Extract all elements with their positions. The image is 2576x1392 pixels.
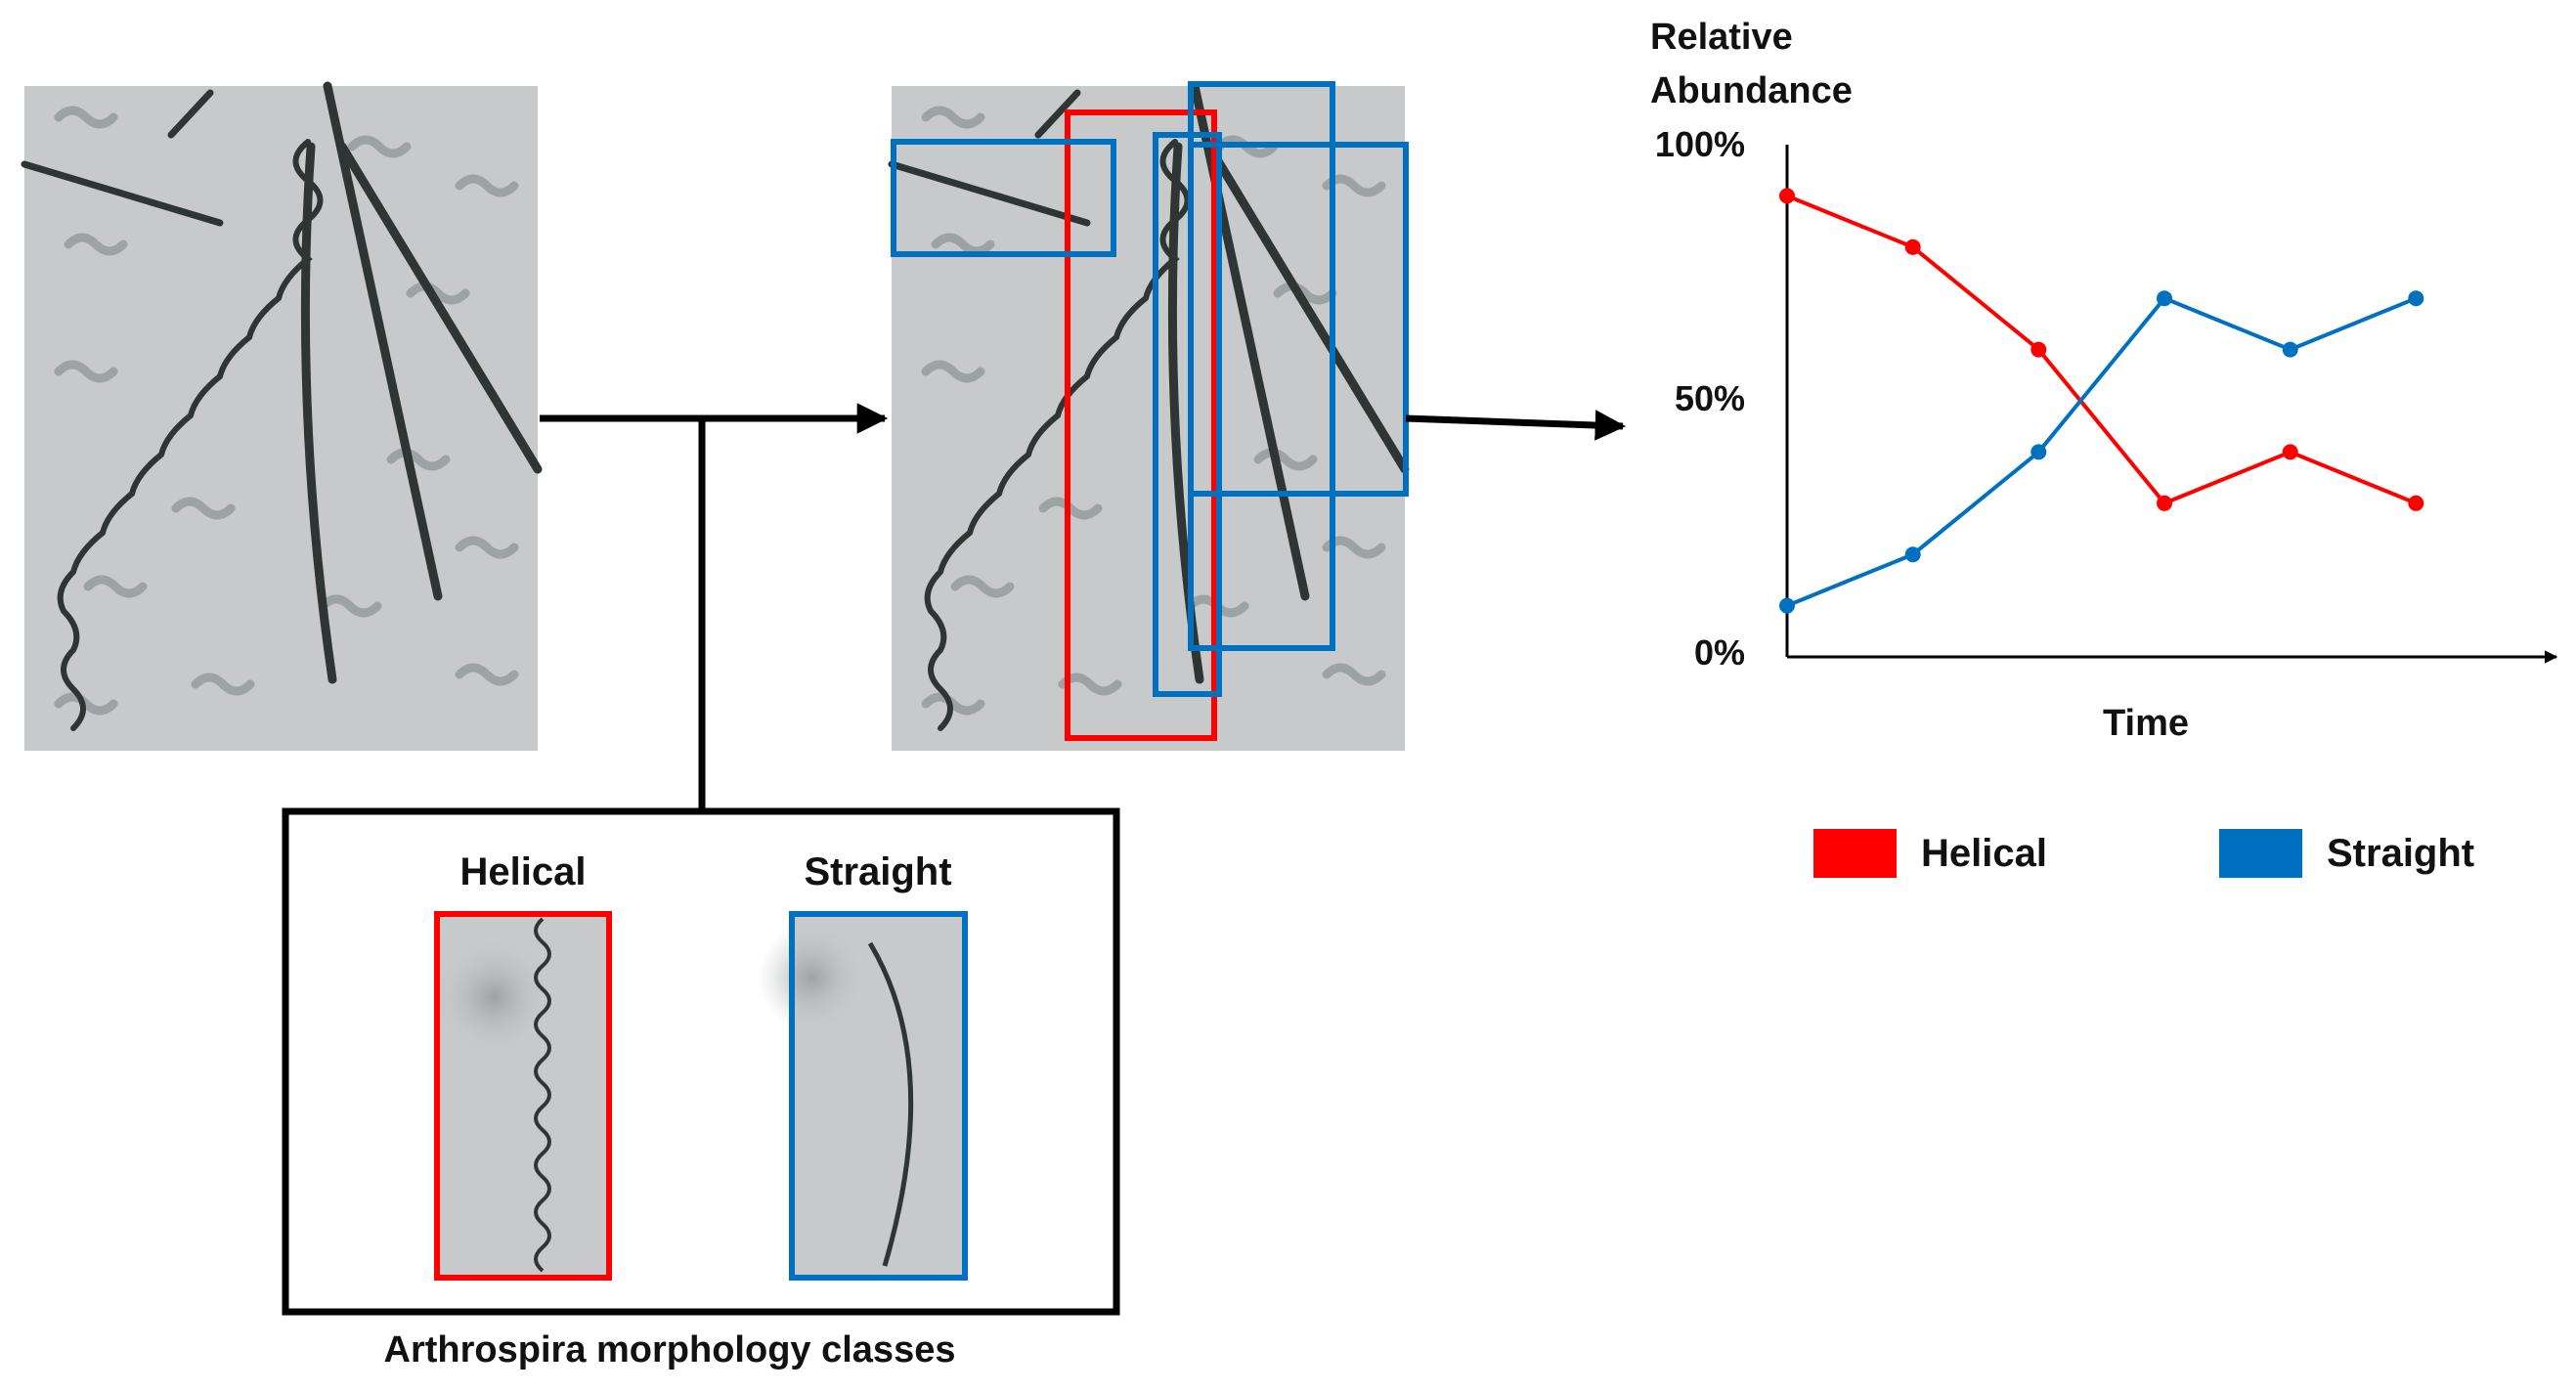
legend-swatch-helical — [1813, 829, 1897, 878]
x-axis-label: Time — [2103, 703, 2189, 744]
helical-example-frame — [434, 911, 612, 1281]
raw-micrograph — [21, 81, 543, 751]
chart-legend: Helical Straight — [1813, 829, 2474, 878]
y-axis-label-line-2: Abundance — [1650, 70, 1853, 111]
data-point-helical-5 — [2282, 444, 2298, 460]
data-point-helical-4 — [2157, 495, 2172, 511]
data-point-straight-2 — [1904, 546, 1921, 563]
class-label-helical: Helical — [460, 850, 587, 893]
series-line-helical — [1786, 194, 2418, 506]
data-point-helical-6 — [2408, 495, 2424, 511]
data-point-helical-2 — [1904, 239, 1921, 255]
straight-example-frame — [789, 911, 968, 1281]
helical-example — [434, 911, 612, 1281]
background-cells — [54, 106, 519, 716]
morphology-classes-panel: Helical Straight Arthrospira morphology … — [282, 807, 1120, 1370]
data-point-straight-5 — [2282, 341, 2298, 358]
arrow-to-chart — [1405, 410, 1627, 441]
straight-detection-box-3 — [1153, 132, 1222, 697]
straight-detection-box-4 — [1188, 142, 1409, 497]
class-label-straight: Straight — [804, 850, 951, 893]
annotated-micrograph — [888, 81, 1410, 751]
series-line-straight — [1786, 295, 2418, 608]
annotated-micrograph-background — [892, 86, 1405, 751]
raw-filaments — [21, 81, 543, 731]
classes-frame — [282, 807, 1120, 1316]
series-layer — [1779, 188, 2424, 614]
data-point-straight-1 — [1779, 597, 1795, 614]
data-point-helical-1 — [1779, 188, 1795, 204]
y-tick-100: 100% — [1655, 124, 1745, 164]
classes-caption: Arthrospira morphology classes — [384, 1329, 956, 1370]
flow-connectors — [540, 403, 1627, 811]
straight-example — [758, 911, 968, 1281]
abundance-chart: Relative Abundance 100% 50% 0% Time Heli… — [1650, 17, 2558, 878]
helical-detection-box — [1065, 109, 1217, 741]
detection-boxes — [891, 81, 1409, 741]
straight-detection-box-1 — [891, 139, 1116, 257]
raw-micrograph-background — [24, 86, 538, 751]
data-point-straight-4 — [2157, 290, 2172, 307]
y-tick-50: 50% — [1675, 378, 1745, 418]
y-tick-0: 0% — [1694, 632, 1745, 673]
y-axis-label-line-1: Relative — [1650, 17, 1793, 58]
data-point-straight-6 — [2408, 290, 2424, 307]
legend-label-straight: Straight — [2327, 832, 2474, 875]
legend-swatch-straight — [2219, 829, 2302, 878]
background-cells — [921, 106, 1386, 716]
data-point-helical-3 — [2030, 341, 2047, 358]
data-point-straight-3 — [2030, 444, 2047, 460]
legend-label-helical: Helical — [1921, 832, 2047, 875]
